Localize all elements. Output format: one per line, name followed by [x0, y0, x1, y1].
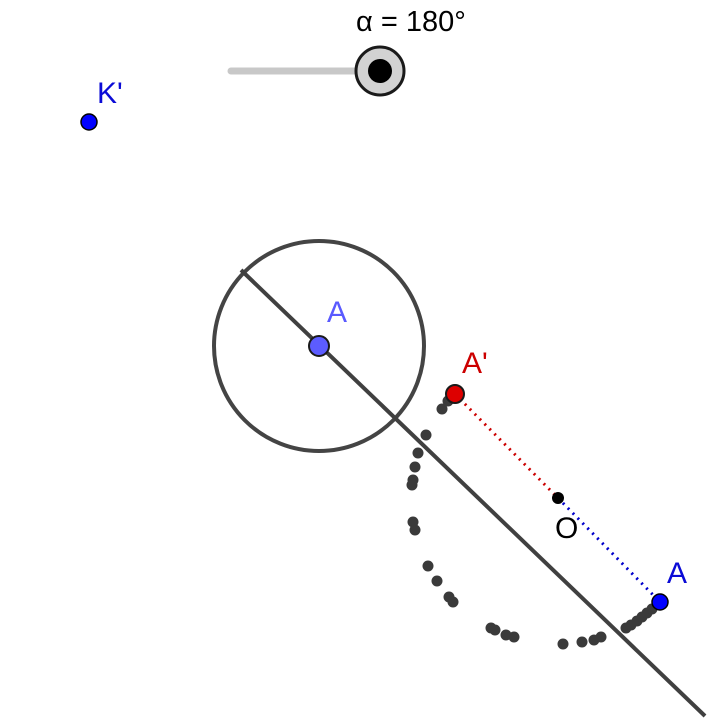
slider-label: α = 180° [356, 6, 466, 38]
line-through-a[interactable] [239, 268, 707, 718]
trace-dots [406, 395, 658, 650]
point-o[interactable] [552, 492, 564, 504]
segment-aprime-o [453, 392, 560, 500]
point-a-prime[interactable] [445, 384, 465, 404]
circle-around-a[interactable] [212, 239, 426, 453]
label-a-prime: A' [462, 347, 488, 380]
label-k-prime: K' [97, 77, 123, 110]
label-circle-center-a: A [327, 296, 348, 329]
point-a[interactable] [651, 593, 669, 611]
point-circle-center-a[interactable] [308, 335, 330, 357]
label-a: A [667, 557, 688, 590]
point-k-prime[interactable] [80, 113, 98, 131]
slider-handle[interactable] [354, 45, 406, 97]
label-o: O [555, 512, 579, 545]
